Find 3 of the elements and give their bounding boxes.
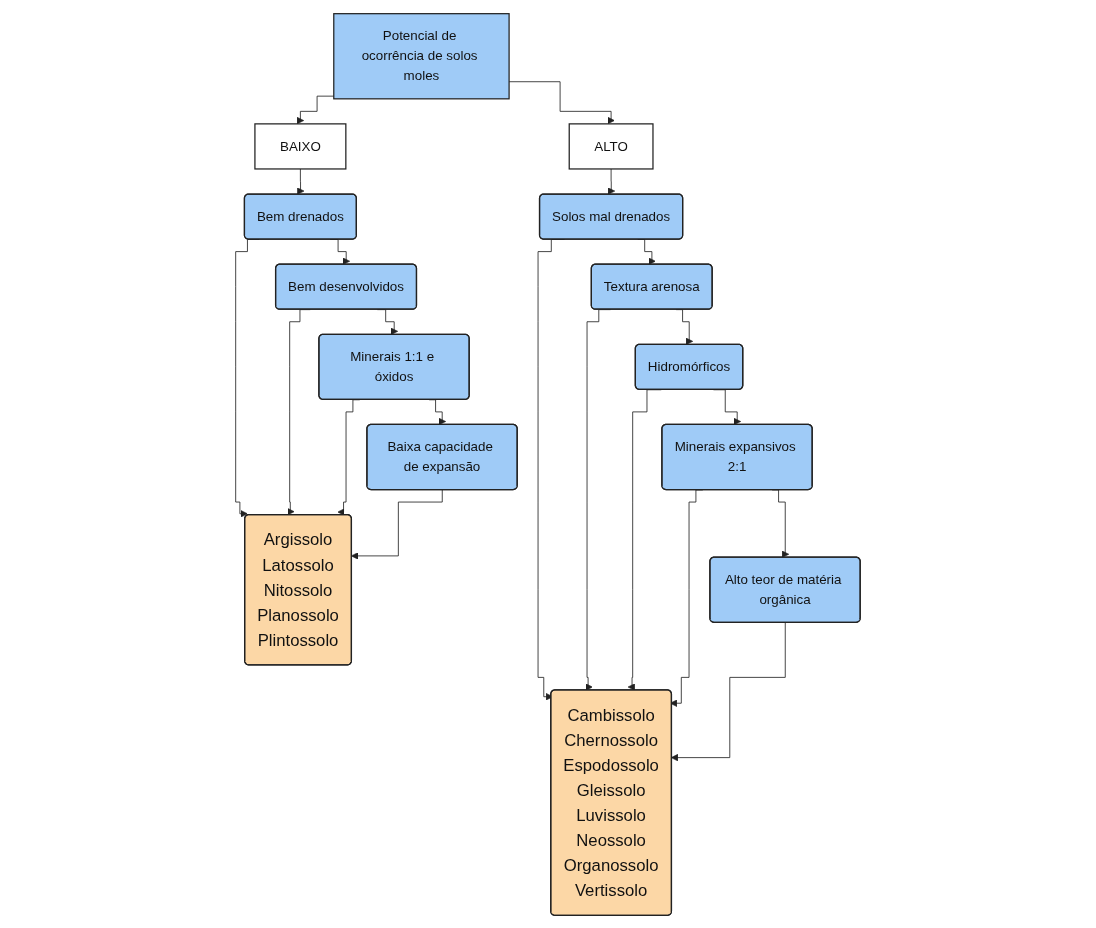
node-box: Potencial de ocorrência de solos moles <box>333 12 510 99</box>
node-box: BAIXO <box>254 122 347 170</box>
node-box: ALTO <box>568 122 654 170</box>
